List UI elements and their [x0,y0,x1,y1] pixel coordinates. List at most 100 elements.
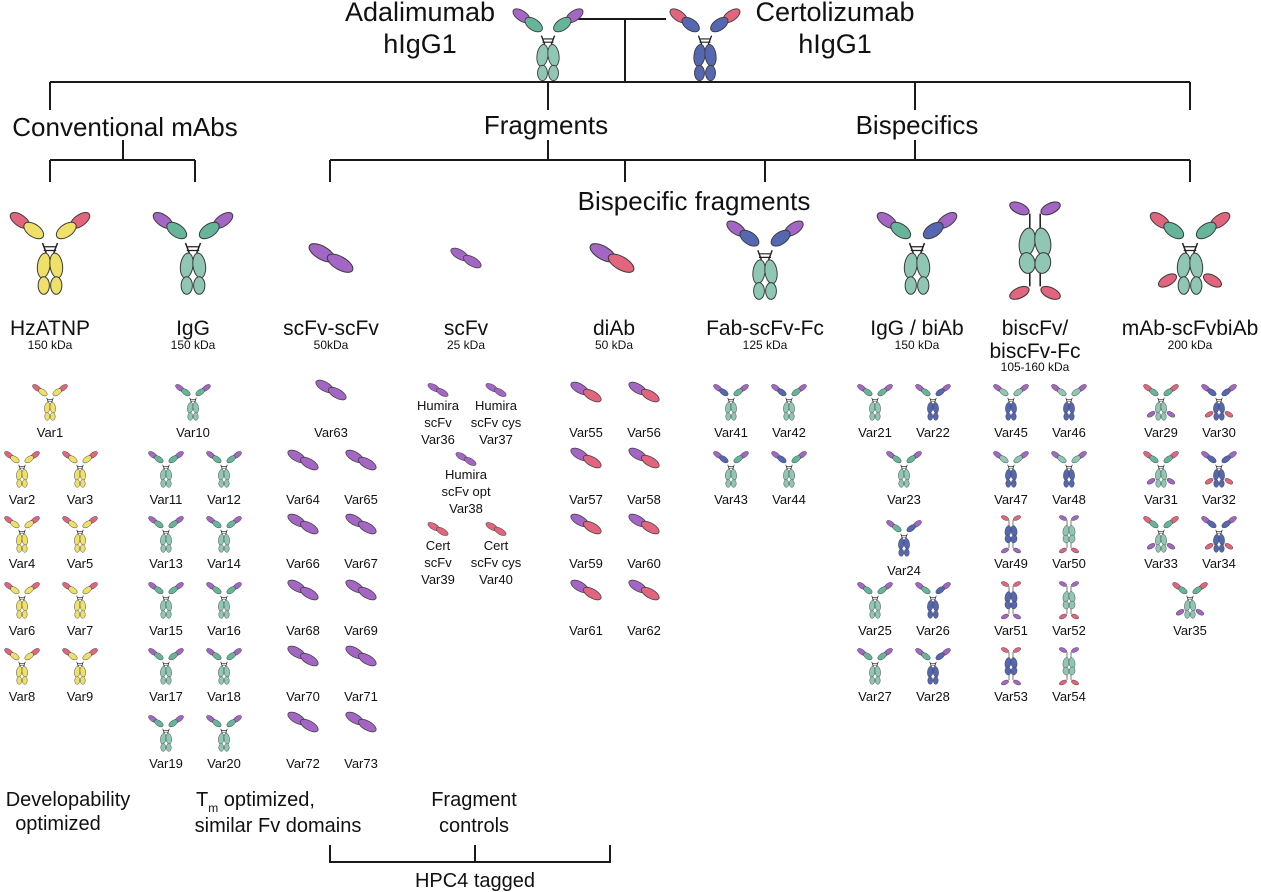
variant-label: Humira [417,398,460,413]
diab-variant-icon [570,513,602,535]
variant-label: Var69 [344,623,378,638]
heading-bispecifics: Bispecifics [856,110,979,140]
parent-adalimumab-name: Adalimumab [345,0,495,27]
variant-label: Var5 [67,556,94,571]
variant-label: Var27 [858,689,892,704]
variant-label: Var2 [9,492,36,507]
scfv-variant-icon [455,452,477,466]
scfv-scfv-variant-icon [345,711,377,733]
variant-label: Var19 [149,756,183,771]
variant-label: Var67 [344,556,378,571]
note-tm-subscript: m [208,801,218,815]
igg-variant-icon [148,582,184,619]
scfv-scfv-variant-icon [345,449,377,471]
variant-label: Var47 [994,492,1028,507]
biscfv-variant-icon [1059,515,1079,554]
note-developability-line1: Developability [6,789,131,811]
igg-variant-icon [148,516,184,553]
variant-label: Var38 [449,501,483,516]
variant-label: Var4 [9,556,36,571]
variant-label: Var41 [714,425,748,440]
variant-label: Var15 [149,623,183,638]
format-scfv-scfv-size: 50kDa [314,338,349,352]
format-mab-scfvbiab-size: 200 kDa [1168,338,1213,352]
biab-variant-icon [886,451,922,488]
variant-label: Var71 [344,689,378,704]
scfv-scfv-variant-icon [287,711,319,733]
variant-label: Var45 [994,425,1028,440]
biab-variant-icon [886,520,922,557]
fab-scfv-fc-variant-icon [713,451,749,488]
fab-scfv-fc-variant-icon [771,451,807,488]
variant-label: Var51 [994,623,1028,638]
biab-variant-icon [857,648,893,685]
format-biscfv-size: 105-160 kDa [1001,360,1070,374]
format-mab-scfvbiab: mAb-scFvbiAb [1122,317,1259,340]
variant-label: Var11 [150,492,183,507]
diab-variant-icon [628,513,660,535]
parent-certolizumab-name: Certolizumab [755,0,914,27]
variant-label: scFv [424,555,452,570]
variant-label: Var36 [421,432,455,447]
mab-scfv-variant-icon [1201,516,1237,553]
format-igg-biab: IgG / biAb [870,317,963,340]
biscfv-variant-icon [1051,384,1087,421]
hzatnp-icon [9,212,91,295]
diab-variant-icon [570,447,602,469]
scfv-scfv-variant-icon [287,449,319,471]
variant-label: Var61 [569,623,603,638]
scfv-variant-icon [485,383,507,397]
igg-variant-icon [206,582,242,619]
biscfv-variant-icon [1001,581,1021,620]
variant-label: Var23 [887,492,921,507]
variant-label: Var62 [627,623,661,638]
variant-label: Var73 [344,756,378,771]
biab-variant-icon [857,582,893,619]
variant-label: Var66 [286,556,320,571]
variant-label: Var53 [994,689,1028,704]
variant-label: scFv opt [441,484,491,499]
variant-label: Var60 [627,556,661,571]
variant-label: Var6 [9,623,36,638]
variant-label: Var13 [149,556,183,571]
igg-icon [152,212,234,295]
hzatnp-variant-icon [32,384,68,421]
variant-label: Var55 [569,425,603,440]
note-fragment-controls-line2: controls [439,815,509,837]
variant-label: Var59 [569,556,603,571]
igg-variant-icon [148,451,184,488]
biscfv-variant-icon [1059,581,1079,620]
variant-label: Var70 [286,689,320,704]
diab-variant-icon [628,447,660,469]
diab-variant-icon [570,381,602,403]
fab-scfv-fc-variant-icon [771,384,807,421]
scfv-scfv-variant-icon [345,645,377,667]
variant-label: Var34 [1202,556,1236,571]
format-scfv-size: 25 kDa [447,338,485,352]
variant-label: Var49 [994,556,1028,571]
note-tm-optimized: Tm optimized, [196,789,315,815]
hzatnp-variant-icon [62,648,98,685]
variant-label: Var17 [149,689,183,704]
variant-label: Var1 [37,425,64,440]
mab-scfv-variant-icon [1143,451,1179,488]
variant-label: Var18 [207,689,241,704]
variant-label: Var12 [207,492,241,507]
variant-label: Var32 [1202,492,1236,507]
variant-label: Var22 [916,425,950,440]
format-hzatnp-size: 150 kDa [28,338,73,352]
igg-biab-icon [876,212,958,295]
variant-label: Cert [426,538,451,553]
igg-variant-icon [148,648,184,685]
variant-label: scFv [424,415,452,430]
variant-labels: Var1 Var2 Var3 Var4 Var5 Var6 Var7 Var8 … [9,398,1236,771]
variant-label: Var54 [1052,689,1086,704]
format-biscfv: biscFv/ [1002,317,1069,340]
biab-variant-icon [915,582,951,619]
variant-label: Var3 [67,492,94,507]
format-igg-size: 150 kDa [171,338,216,352]
variant-label: Humira [445,467,488,482]
scfv-scfv-variant-icon [315,379,347,401]
variant-label: Var46 [1052,425,1086,440]
